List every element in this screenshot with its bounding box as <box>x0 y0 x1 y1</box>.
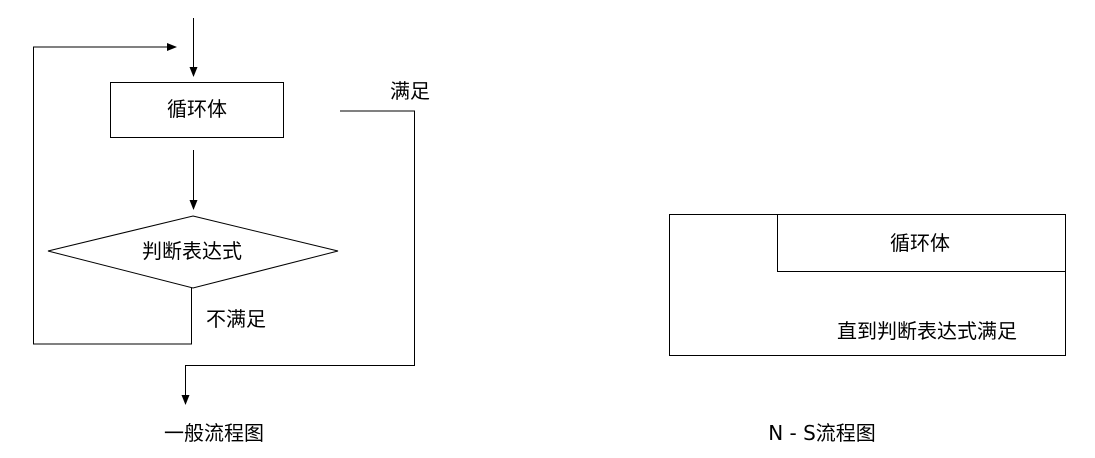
not-satisfied-label: 不满足 <box>206 307 266 331</box>
loop-body-label: 循环体 <box>167 97 227 121</box>
ns-flowchart <box>669 214 1066 356</box>
loop-body-box <box>110 82 284 138</box>
ns-loop-body-box <box>777 214 1066 272</box>
general-flowchart <box>33 18 415 405</box>
loop-back-line <box>33 43 192 345</box>
general-flowchart-caption: 一般流程图 <box>164 421 264 445</box>
satisfied-label: 满足 <box>390 79 430 103</box>
ns-loop-body-label: 循环体 <box>890 231 950 255</box>
condition-diamond <box>47 215 339 289</box>
condition-label: 判断表达式 <box>142 239 242 263</box>
exit-line <box>181 110 415 405</box>
ns-until-condition-label: 直到判断表达式满足 <box>837 319 1017 343</box>
ns-flowchart-caption: N - S流程图 <box>768 421 876 445</box>
